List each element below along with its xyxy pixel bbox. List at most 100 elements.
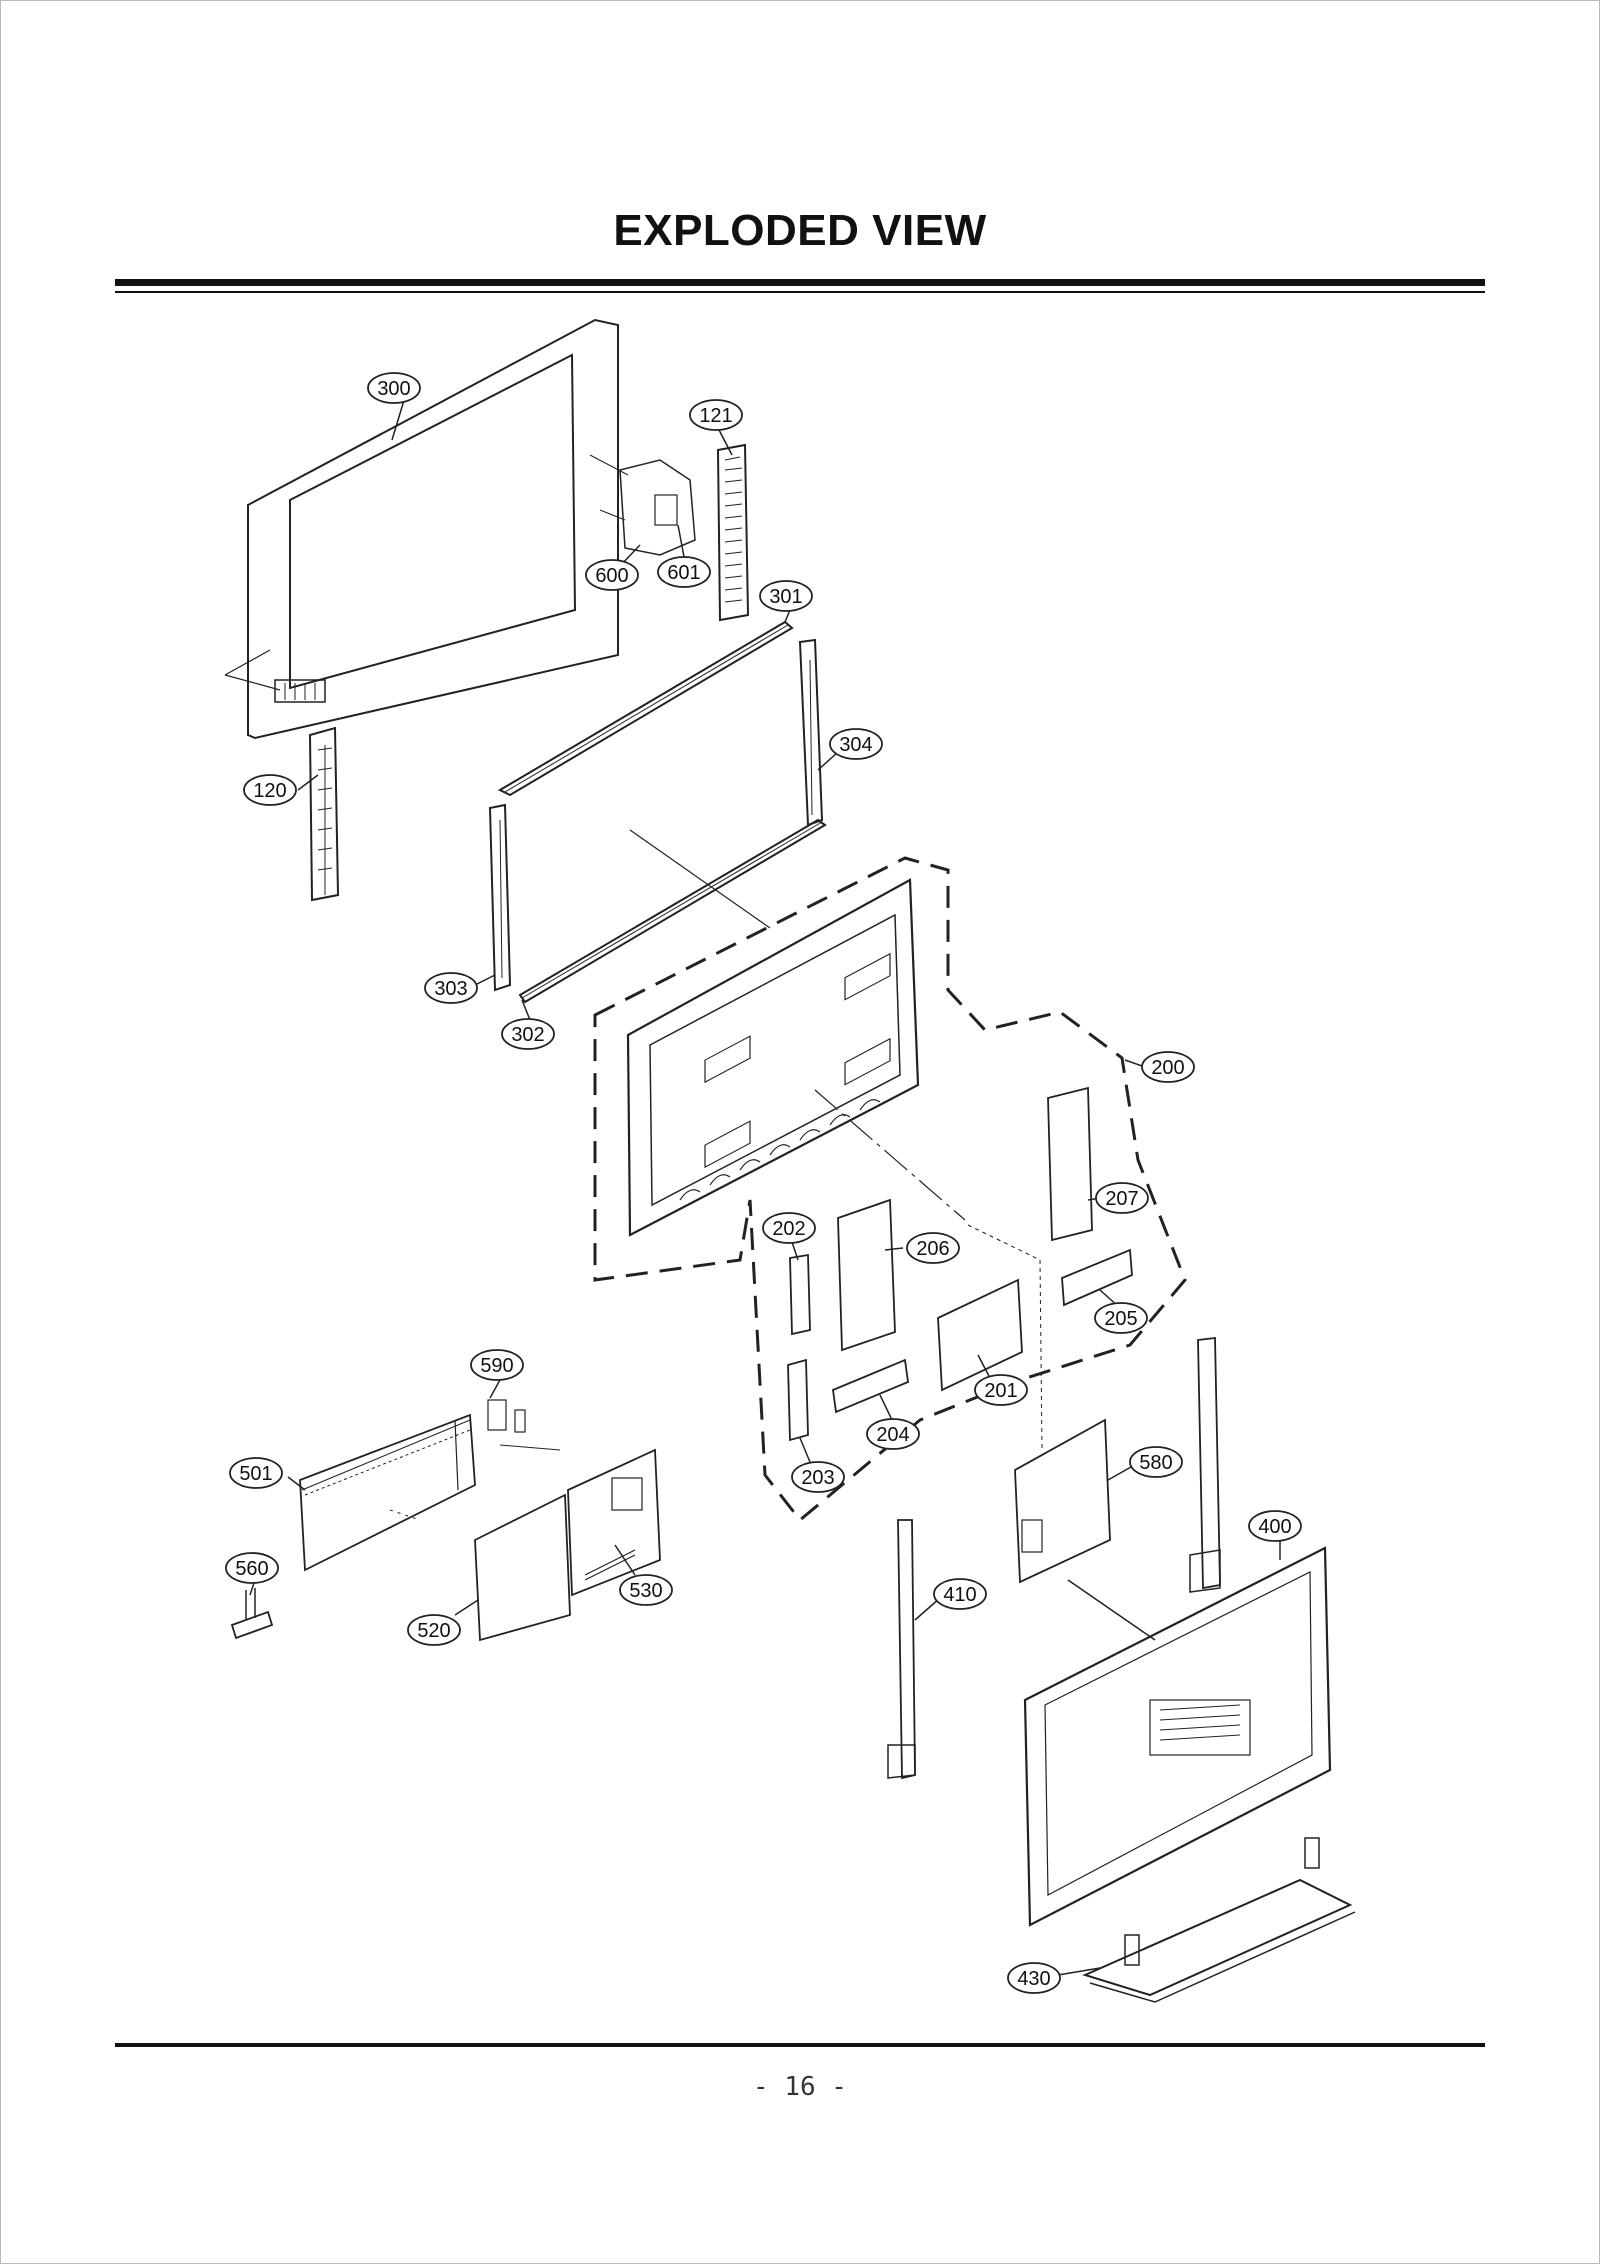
callout-label: 430 <box>1017 1968 1050 1990</box>
callout-label: 501 <box>239 1463 272 1485</box>
callout-label: 206 <box>916 1238 949 1260</box>
callout-oval <box>866 1418 920 1450</box>
callout-label: 560 <box>235 1558 268 1580</box>
callout-oval <box>501 1018 555 1050</box>
part-board-530 <box>567 1448 661 1597</box>
callout-203: 203 <box>791 1461 845 1493</box>
callout-302: 302 <box>501 1018 555 1050</box>
page-number: - 16 - <box>753 2072 847 2102</box>
callout-201: 201 <box>974 1374 1028 1406</box>
callout-590: 590 <box>470 1349 524 1381</box>
part-plasma-panel <box>626 878 920 1237</box>
page-title: EXPLODED VIEW <box>613 206 987 255</box>
callout-label: 203 <box>801 1467 834 1489</box>
board-guide-line-2 <box>1039 1259 1043 1451</box>
callout-label: 590 <box>480 1355 513 1377</box>
callout-oval <box>759 580 813 612</box>
part-board-203 <box>787 1358 809 1442</box>
callout-205: 205 <box>1094 1302 1148 1334</box>
part-board-204 <box>832 1358 909 1414</box>
part-control-bracket <box>589 454 696 556</box>
part-stand-base <box>1082 1837 1356 2003</box>
callout-label: 120 <box>253 780 286 802</box>
callout-300: 300 <box>367 372 421 404</box>
board-580-connector <box>1021 1519 1043 1553</box>
part-stand-bracket-right <box>1189 1336 1221 1593</box>
assembly-axis-line <box>629 829 771 929</box>
part-terminal-frame <box>299 1399 561 1572</box>
callout-label: 600 <box>595 565 628 587</box>
callout-121: 121 <box>689 399 743 431</box>
callout-label: 303 <box>434 978 467 1000</box>
part-left-speaker <box>308 726 340 902</box>
callout-501: 501 <box>229 1457 283 1489</box>
callout-560: 560 <box>225 1552 279 1584</box>
callout-label: 200 <box>1151 1057 1184 1079</box>
part-small-board-560 <box>230 1588 274 1640</box>
part-left-frame-bar <box>488 803 512 992</box>
part-bottom-frame-bar <box>518 818 827 1004</box>
callout-oval <box>933 1578 987 1610</box>
callout-oval <box>619 1574 673 1606</box>
part-stand-bracket-left <box>887 1519 916 1780</box>
callout-oval <box>1129 1446 1183 1478</box>
callout-oval <box>367 372 421 404</box>
callout-oval <box>1095 1182 1149 1214</box>
part-board-520 <box>474 1493 571 1642</box>
callout-206: 206 <box>906 1232 960 1264</box>
callout-label: 302 <box>511 1024 544 1046</box>
callout-oval <box>1141 1051 1195 1083</box>
callout-520: 520 <box>407 1614 461 1646</box>
callout-580: 580 <box>1129 1446 1183 1478</box>
callout-oval <box>229 1457 283 1489</box>
callout-label: 207 <box>1105 1188 1138 1210</box>
callout-label: 121 <box>699 405 732 427</box>
callout-label: 530 <box>629 1580 662 1602</box>
callout-oval <box>906 1232 960 1264</box>
back-cover-axis-line <box>1067 1579 1156 1641</box>
part-right-frame-bar <box>798 638 824 827</box>
part-board-580 <box>1014 1418 1111 1584</box>
callout-oval <box>1094 1302 1148 1334</box>
callout-oval <box>243 774 297 806</box>
callout-oval <box>1007 1962 1061 1994</box>
part-right-speaker <box>716 443 750 622</box>
callout-label: 400 <box>1258 1516 1291 1538</box>
callout-label: 300 <box>377 378 410 400</box>
callout-oval <box>829 728 883 760</box>
board-assembly-outline <box>593 856 1187 1523</box>
callout-530: 530 <box>619 1574 673 1606</box>
callout-label: 304 <box>839 734 872 756</box>
callout-oval <box>689 399 743 431</box>
callout-200: 200 <box>1141 1051 1195 1083</box>
callout-label: 410 <box>943 1584 976 1606</box>
callout-label: 204 <box>876 1424 909 1446</box>
callout-oval <box>407 1614 461 1646</box>
callout-label: 601 <box>667 562 700 584</box>
callout-label: 202 <box>772 1218 805 1240</box>
callout-202: 202 <box>762 1212 816 1244</box>
title-rule-thick <box>115 279 1485 286</box>
callout-label: 580 <box>1139 1452 1172 1474</box>
part-board-205 <box>1061 1248 1133 1307</box>
callout-301: 301 <box>759 580 813 612</box>
part-board-207 <box>1047 1086 1093 1242</box>
callout-204: 204 <box>866 1418 920 1450</box>
callout-303: 303 <box>424 972 478 1004</box>
part-back-cover <box>1023 1546 1332 1927</box>
callout-207: 207 <box>1095 1182 1149 1214</box>
callout-oval <box>791 1461 845 1493</box>
footer-rule <box>115 2043 1485 2047</box>
board-530-connector-row <box>584 1549 636 1581</box>
callout-label: 205 <box>1104 1308 1137 1330</box>
callout-label: 520 <box>417 1620 450 1642</box>
board-530-heatsink <box>611 1477 643 1511</box>
callout-410: 410 <box>933 1578 987 1610</box>
part-board-201 <box>937 1278 1023 1392</box>
panel-axis-line <box>814 1089 966 1221</box>
callout-oval <box>470 1349 524 1381</box>
callout-120: 120 <box>243 774 297 806</box>
part-front-bezel <box>224 318 619 740</box>
part-board-202 <box>789 1253 811 1336</box>
part-board-206 <box>837 1198 896 1352</box>
